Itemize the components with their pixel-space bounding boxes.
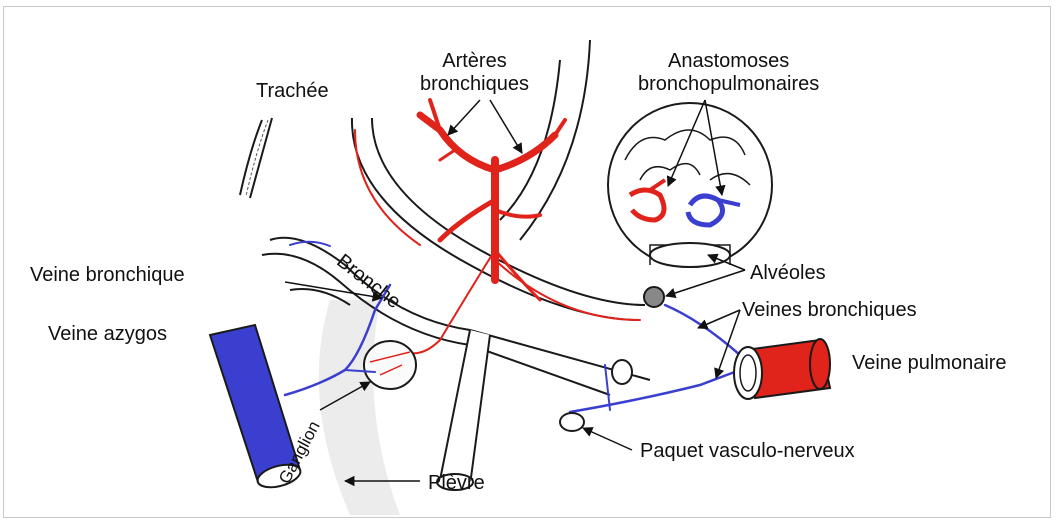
label-plevre: Plèvre <box>428 472 485 495</box>
cross-sections <box>437 330 632 490</box>
label-anastomoses: Anastomoses bronchopulmonaires <box>638 50 819 96</box>
lymph-node <box>364 341 416 389</box>
label-paquet-vasculo-nerveux: Paquet vasculo-nerveux <box>640 440 855 463</box>
pulmonary-vein <box>734 339 830 399</box>
label-alveoles: Alvéoles <box>750 262 826 285</box>
label-veines-bronchiques: Veines bronchiques <box>742 299 917 322</box>
bronchial-arteries <box>355 100 640 353</box>
label-veine-bronchique: Veine bronchique <box>30 264 185 287</box>
label-veine-pulmonaire: Veine pulmonaire <box>852 352 1007 375</box>
trachea <box>240 118 272 198</box>
label-veine-azygos: Veine azygos <box>48 323 167 346</box>
pleura-shading <box>319 300 400 515</box>
label-arteres-bronchiques: Artères bronchiques <box>420 50 529 96</box>
label-trachee: Trachée <box>256 80 329 103</box>
